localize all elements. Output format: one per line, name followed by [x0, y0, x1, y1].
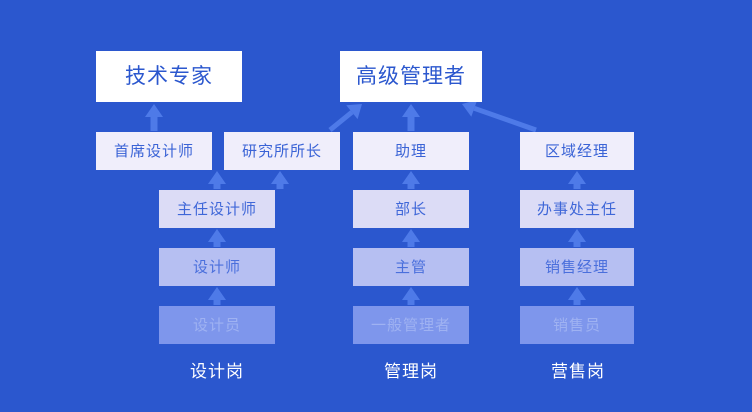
node-junior-designer[interactable]: 设计员: [159, 306, 275, 344]
arrow-lead-designer-to-chief-designer: [208, 171, 226, 189]
arrow-institute-director-to-senior-manager: [328, 104, 362, 132]
arrow-assistant-to-senior-manager: [402, 104, 420, 131]
node-label: 设计师: [192, 258, 241, 276]
arrow-lead-designer-to-institute-director: [271, 171, 289, 189]
node-office-director[interactable]: 办事处主任: [520, 190, 634, 228]
column-label-design: 设计岗: [167, 363, 267, 380]
node-label: 研究所所长: [241, 142, 322, 160]
arrow-designer-to-lead-designer: [208, 229, 226, 247]
node-senior-manager[interactable]: 高级管理者: [340, 51, 482, 102]
node-label: 技术专家: [125, 65, 213, 88]
column-label-text: 管理岗: [384, 362, 438, 381]
node-supervisor[interactable]: 主管: [353, 248, 469, 286]
column-label-sales: 营售岗: [528, 363, 628, 380]
node-tech-expert[interactable]: 技术专家: [96, 51, 242, 102]
arrow-sales-manager-to-office-director: [568, 229, 586, 247]
node-label: 首席设计师: [113, 142, 194, 160]
node-designer[interactable]: 设计师: [159, 248, 275, 286]
node-department-head[interactable]: 部长: [353, 190, 469, 228]
node-label: 区域经理: [544, 142, 609, 160]
column-label-text: 营售岗: [551, 362, 605, 381]
node-label: 办事处主任: [536, 200, 617, 218]
node-label: 高级管理者: [356, 65, 466, 88]
arrow-regional-manager-to-senior-manager: [462, 99, 537, 133]
arrow-salesperson-to-sales-manager: [568, 287, 586, 305]
node-label: 设计员: [192, 316, 241, 334]
node-label: 销售员: [552, 316, 601, 334]
node-label: 主任设计师: [176, 200, 257, 218]
node-regional-manager[interactable]: 区域经理: [520, 132, 634, 170]
node-salesperson[interactable]: 销售员: [520, 306, 634, 344]
node-label: 助理: [394, 142, 427, 160]
node-label: 主管: [394, 258, 427, 276]
arrow-department-head-to-assistant: [402, 171, 420, 189]
node-sales-manager[interactable]: 销售经理: [520, 248, 634, 286]
node-label: 部长: [394, 200, 427, 218]
arrow-junior-designer-to-designer: [208, 287, 226, 305]
node-general-manager[interactable]: 一般管理者: [353, 306, 469, 344]
node-label: 一般管理者: [370, 316, 451, 334]
column-label-management: 管理岗: [361, 363, 461, 380]
node-label: 销售经理: [544, 258, 609, 276]
column-label-text: 设计岗: [190, 362, 244, 381]
arrow-general-manager-to-supervisor: [402, 287, 420, 305]
node-assistant[interactable]: 助理: [353, 132, 469, 170]
arrow-chief-designer-to-tech-expert: [145, 104, 163, 131]
node-lead-designer[interactable]: 主任设计师: [159, 190, 275, 228]
node-institute-director[interactable]: 研究所所长: [224, 132, 340, 170]
node-chief-designer[interactable]: 首席设计师: [96, 132, 212, 170]
arrow-office-director-to-regional-manager: [568, 171, 586, 189]
arrow-supervisor-to-department-head: [402, 229, 420, 247]
